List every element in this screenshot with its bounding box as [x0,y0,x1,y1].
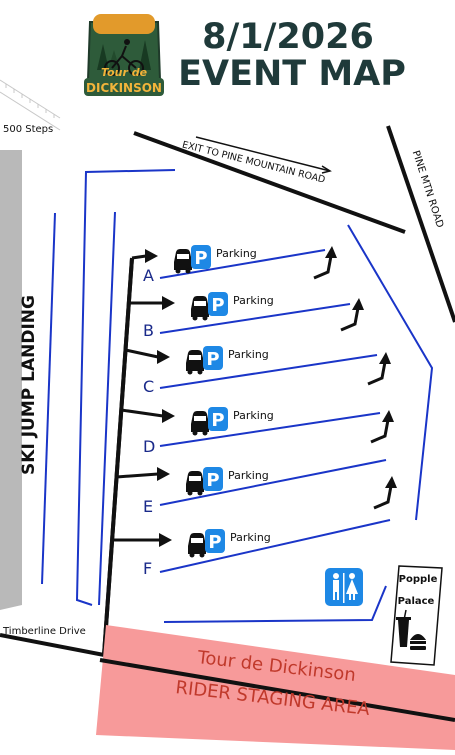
turn-arrow-line [373,485,393,510]
turn-arrow-line [367,361,387,386]
parking-sign-icon: P [205,529,225,553]
logo-line1: Tour de [101,66,148,79]
parking-row-f: F P Parking [112,519,391,578]
car-icon [174,249,192,274]
steps-label: 500 Steps [3,124,53,135]
svg-text:P: P [206,470,219,491]
parking-sign-icon: P [191,245,211,269]
parking-row-c: C P Parking [125,346,391,396]
parking-sign-icon: P [203,346,223,370]
tour-de-dickinson-logo: Tour de DICKINSON [84,14,164,96]
entry-arrow-head [157,467,170,481]
parking-label: Parking [233,294,274,307]
entry-arrow-line [125,348,159,359]
lot-boundaries [41,169,434,623]
row-letter: F [143,559,152,578]
restroom-icon [325,568,363,606]
turn-arrow-head [379,352,391,364]
entry-arrow-head [159,533,172,547]
svg-text:P: P [208,532,221,553]
pine-mtn-road: PINE MTN ROAD [386,125,455,323]
ski-jump-landing-area [0,150,22,610]
turn-arrow-head [382,410,394,422]
entry-arrow-line [131,254,147,260]
turn-arrow-line [370,419,390,444]
row-letter: D [143,437,155,456]
food-icon [396,609,426,650]
row-letter: C [143,377,154,396]
turn-arrow-head [385,476,397,488]
popple-palace: Popple Palace [390,565,443,666]
row-lane-line [159,412,381,447]
steps-stairs [0,79,61,131]
parking-label: Parking [233,409,274,422]
entry-arrow-head [162,296,175,310]
logo-line2: DICKINSON [86,81,162,95]
row-letter: E [143,497,153,516]
svg-text:P: P [206,349,219,370]
svg-text:P: P [194,248,207,269]
entry-arrow-head [145,249,158,263]
parking-sign-icon: P [208,407,228,431]
parking-row-e: E P Parking [116,459,397,516]
turn-arrow-head [352,298,364,310]
parking-sign-icon: P [203,467,223,491]
row-lane-line [159,519,391,573]
entry-arrow-line [116,472,159,479]
cyclist-forest-logo-icon [104,39,144,76]
svg-text:P: P [211,295,224,316]
parking-row-d: D P Parking [121,407,394,456]
event-date: 8/1/2026 [202,17,374,57]
entry-arrow-head [162,409,175,423]
exit-road: EXIT TO PINE MOUNTAIN ROAD [133,131,406,234]
svg-text:P: P [211,410,224,431]
ski-jump-label: SKI JUMP LANDING [19,295,39,475]
row-lane-line [159,303,351,334]
popple-palace-line2: Palace [398,596,435,607]
turn-arrow-line [340,307,360,332]
turn-arrow-head [325,246,337,258]
access-road-trunk [102,257,134,656]
car-icon [191,411,209,436]
turn-arrow-line [313,255,333,280]
parking-row-a: A P Parking [131,245,337,285]
event-map-title: EVENT MAP [178,54,406,94]
timberline-drive-label: Timberline Drive [2,626,86,637]
car-icon [186,350,204,375]
row-lane-line [159,354,378,389]
parking-label: Parking [216,247,257,260]
popple-palace-line1: Popple [399,574,438,585]
parking-label: Parking [228,469,269,482]
entry-arrow-head [157,350,170,364]
parking-label: Parking [228,348,269,361]
row-letter: A [143,266,154,285]
row-letter: B [143,321,154,340]
parking-row-b: B P Parking [128,292,364,340]
entry-arrow-line [121,408,164,418]
car-icon [191,296,209,321]
pine-mtn-road-label: PINE MTN ROAD [410,149,445,229]
parking-label: Parking [230,531,271,544]
parking-sign-icon: P [208,292,228,316]
row-lane-line [159,459,387,506]
car-icon [186,471,204,496]
car-icon [188,533,206,558]
